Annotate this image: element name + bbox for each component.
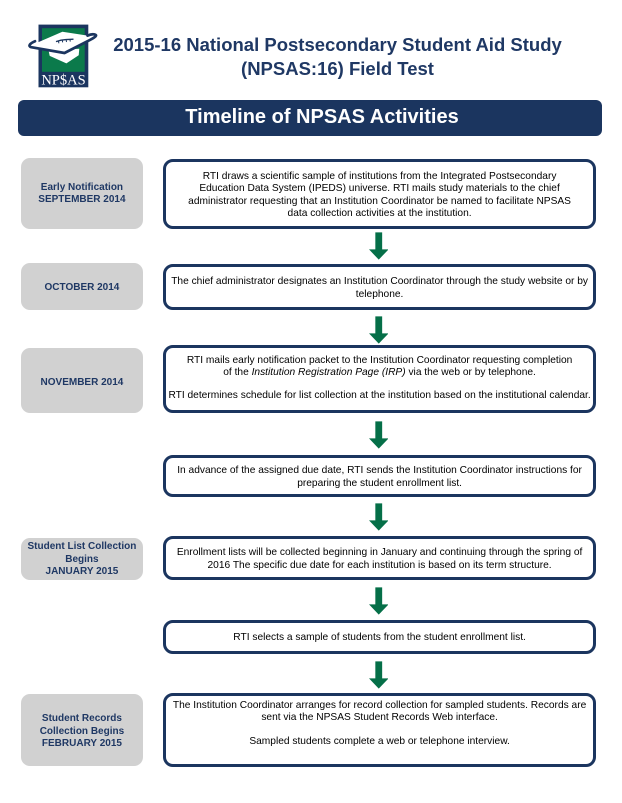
svg-text:NP$AS: NP$AS xyxy=(41,73,85,89)
